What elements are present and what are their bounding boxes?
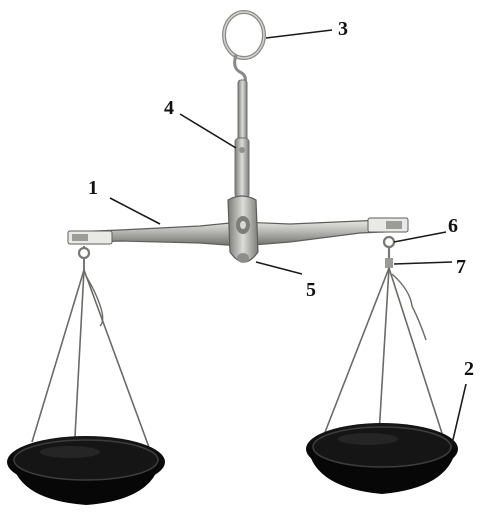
callout-4: 4 — [164, 97, 174, 119]
leader-7 — [394, 262, 452, 264]
leader-6 — [394, 232, 446, 242]
right-weighing-pan — [306, 423, 458, 494]
suspension-ring — [224, 12, 264, 84]
leader-3 — [266, 30, 332, 38]
callout-6: 6 — [448, 215, 458, 237]
callout-7: 7 — [456, 256, 466, 278]
callout-2: 2 — [464, 358, 474, 380]
leader-1 — [110, 198, 160, 224]
central-pivot — [228, 196, 258, 263]
callout-3: 3 — [338, 18, 348, 40]
callout-1: 1 — [88, 177, 98, 199]
left-weighing-pan — [7, 436, 165, 505]
leader-2 — [452, 384, 466, 444]
callout-5: 5 — [306, 279, 316, 301]
leader-4 — [180, 114, 236, 148]
callout-labels: 1 2 3 4 5 6 7 — [88, 18, 474, 380]
pointer-stem — [235, 80, 249, 198]
leader-5 — [256, 262, 302, 274]
